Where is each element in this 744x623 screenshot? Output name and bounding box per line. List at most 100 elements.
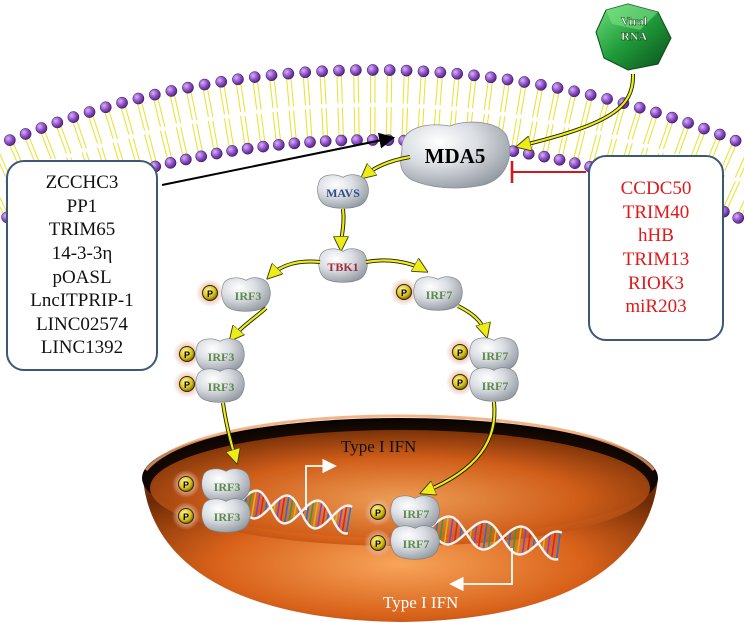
lipid-head (333, 64, 345, 77)
lipid-head (732, 212, 744, 224)
dna-base-pair (305, 504, 310, 522)
lipid-head (522, 147, 535, 160)
lipid-head (226, 145, 238, 157)
phospho-label: P (375, 539, 381, 549)
dna-base-pair (254, 491, 261, 519)
lipid-tail (0, 162, 7, 178)
dna-base-pair (555, 532, 562, 560)
negative-regulators-box: CCDC50 TRIM40 hHB TRIM13 RIOK3 miR203 (588, 155, 724, 341)
lipid-head (538, 150, 551, 163)
tbk1-label: TBK1 (327, 260, 358, 274)
lipid-head (518, 76, 531, 88)
lipid-tail (358, 107, 360, 141)
dna-base-pair (337, 507, 343, 530)
lipid-head (366, 134, 379, 146)
positive-regulator: LncITPRIP-1 (30, 290, 134, 312)
dna-base-pair (279, 495, 286, 523)
dna-base-pair (550, 531, 557, 559)
lipid-head (248, 71, 261, 83)
irf3-dimer-nucleus: P IRF3 P IRF3 (171, 468, 251, 533)
phospho-label: P (401, 288, 407, 298)
lipid-tail (402, 70, 405, 104)
lipid-head (35, 122, 48, 134)
lipid-tail (418, 71, 422, 105)
positive-regulator: LINC1392 (40, 337, 124, 359)
lipid-tail (673, 122, 687, 155)
lipid-head (116, 96, 128, 109)
lipid-tail (223, 118, 231, 152)
irf3-label: IRF3 (208, 350, 235, 364)
tbk1-to-irf3-arrow (270, 260, 321, 276)
positive-regulator: TRIM65 (48, 219, 116, 241)
lipid-tail (273, 75, 278, 109)
lipid-head (666, 111, 678, 124)
dna-base-pair (512, 527, 517, 552)
dna-base-pair (546, 533, 551, 556)
lipid-head (288, 137, 301, 150)
lipid-head (484, 71, 497, 84)
lipid-head (282, 67, 295, 80)
positive-regulator: ZCCHC3 (45, 172, 119, 194)
irf3-dimer-cytoplasm: P IRF3 P IRF3 (172, 338, 245, 403)
lipid-tail (386, 70, 389, 104)
phospho-label: P (184, 380, 190, 390)
lipid-tail (321, 108, 325, 142)
viral-rna-label-line2: RNA (621, 29, 647, 43)
phospho-label: P (184, 350, 190, 360)
dna-base-pair (448, 517, 454, 545)
lipid-tail (27, 133, 41, 165)
lipid-tail (564, 91, 573, 124)
lipid-head (535, 78, 547, 91)
lipid-head (51, 116, 64, 129)
irf7-dimer-cytoplasm: P IRF7 P IRF7 (445, 337, 519, 402)
lipid-tail (304, 109, 309, 143)
dna-base-pair (542, 537, 546, 551)
lipid-head (3, 134, 16, 146)
lipid-head (232, 73, 244, 86)
lipid-tail (123, 102, 134, 135)
lipid-tail (91, 111, 103, 144)
lipid-tail (290, 73, 295, 107)
dna-backbone (239, 489, 349, 535)
lipid-tail (357, 70, 360, 104)
lipid-head (729, 134, 742, 147)
dna-base-pair (443, 516, 449, 545)
lipid-head (165, 85, 178, 97)
viral-rna-label-line1: Viral (621, 14, 648, 28)
lipid-head (366, 64, 379, 76)
type-i-ifn-label-right: Type I IFN (383, 593, 458, 612)
transcription-arrow-right (449, 548, 513, 592)
lipid-tail (580, 94, 589, 128)
irf7-label: IRF7 (426, 288, 453, 302)
mda5-receptor: MDA5 (400, 121, 511, 189)
phospho-label: P (183, 512, 189, 522)
dna-base-pair (264, 500, 268, 513)
lipid-head (132, 92, 145, 105)
lipid-tail (189, 87, 198, 121)
lipid-tail (435, 72, 439, 106)
irf3-dimerization-arrow (232, 307, 267, 338)
lipid-head (400, 64, 413, 77)
lipid-tail (725, 181, 741, 212)
lipid-tail (256, 113, 262, 147)
lipid-tail (516, 81, 523, 115)
dna-base-pair (438, 517, 444, 542)
dna-base-pair (321, 505, 327, 526)
positive-regulators-box: ZCCHC3 PP1 TRIM65 14-3-3η pOASL LncITPRI… (6, 160, 158, 371)
mavs-to-tbk1-arrow (341, 208, 344, 247)
lipid-tail (306, 72, 311, 106)
lipid-tail (545, 124, 554, 157)
lipid-head (182, 81, 194, 94)
lipid-tail (140, 98, 150, 131)
irf3-phosphorylated-top: P IRF3 (195, 277, 271, 312)
negative-regulator: RIOK3 (628, 272, 684, 294)
lipid-tail (576, 130, 586, 164)
lipid-tail (340, 70, 343, 104)
lipid-head (83, 106, 96, 118)
lipid-tail (59, 122, 72, 154)
dna-base-pair (482, 521, 488, 550)
lipid-head (210, 147, 223, 160)
lipid-head (434, 66, 447, 79)
lipid-head (633, 101, 646, 114)
lipid-tail (734, 156, 744, 178)
